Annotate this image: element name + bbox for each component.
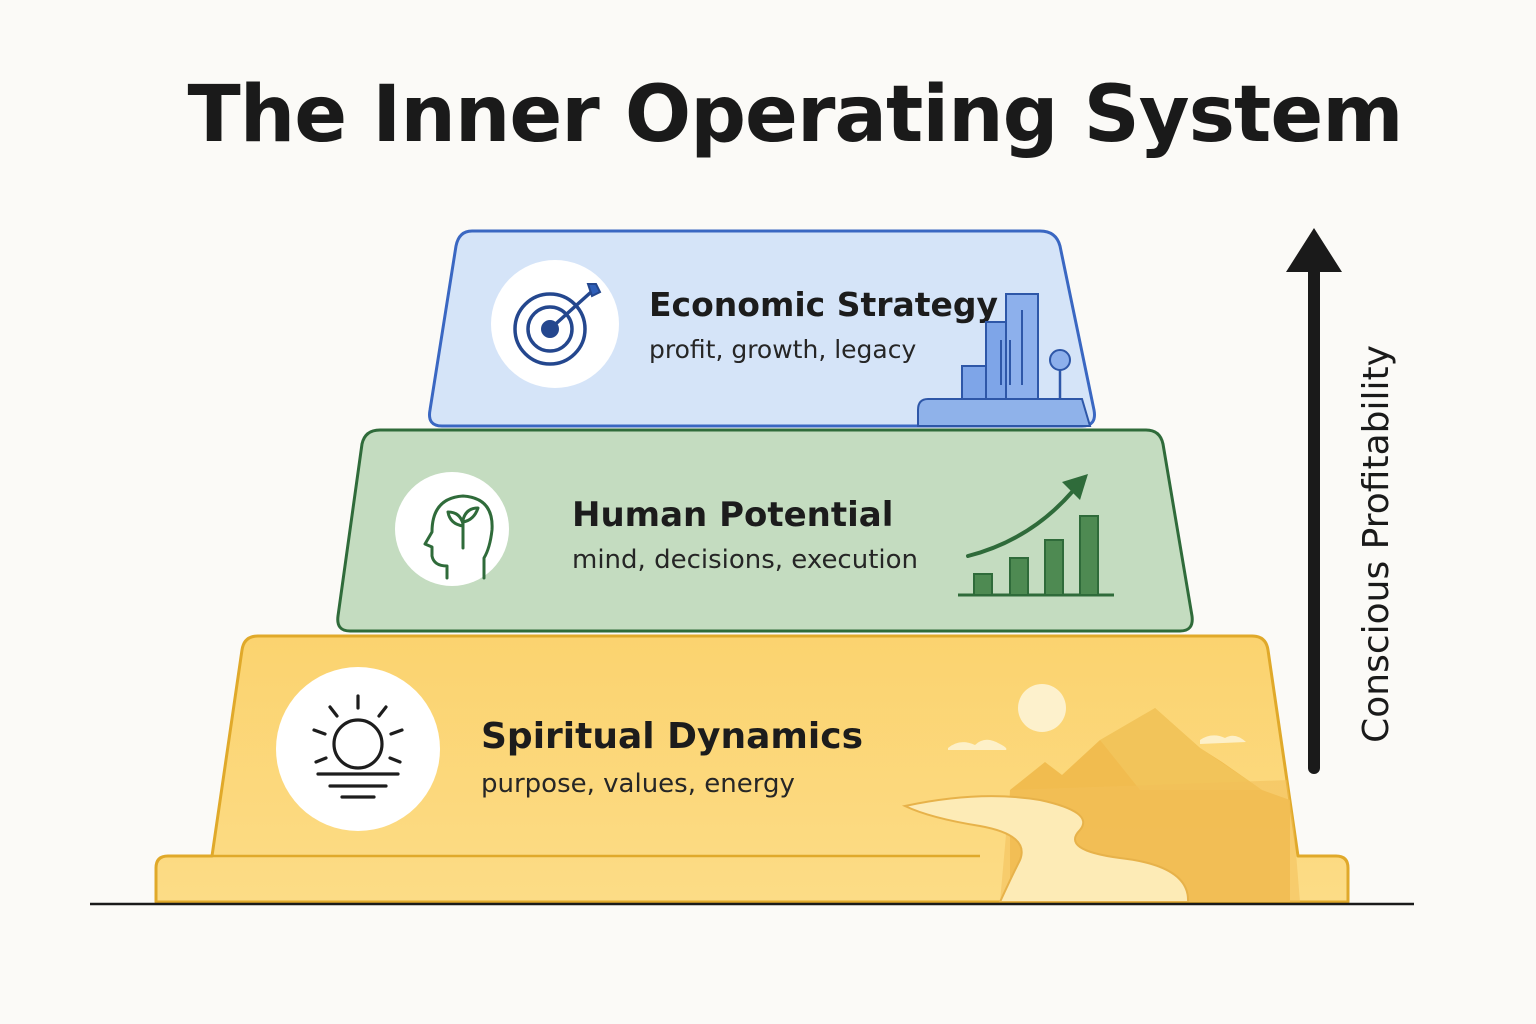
up-arrow-icon — [1286, 228, 1342, 774]
layer-title-economic: Economic Strategy — [649, 285, 998, 324]
mountain-path-landscape-icon — [901, 684, 1300, 902]
sunrise-icon-circle — [276, 667, 440, 831]
city-buildings-icon — [917, 293, 1092, 427]
target-arrow-icon — [513, 283, 602, 366]
sunrise-icon — [312, 694, 404, 799]
layer-subtitle-spiritual: purpose, values, energy — [481, 769, 795, 799]
layer-human-potential: Human Potential mind, decisions, executi… — [336, 428, 1194, 633]
head-sprout-icon — [423, 494, 494, 580]
layer-economic-strategy: Economic Strategy profit, growth, legacy — [428, 229, 1096, 428]
layer-title-human: Human Potential — [572, 495, 893, 535]
layer-subtitle-economic: profit, growth, legacy — [649, 335, 916, 364]
layer-title-spiritual: Spiritual Dynamics — [481, 716, 863, 757]
growth-bar-chart-icon — [958, 474, 1114, 597]
axis-label: Conscious Profitability — [1356, 345, 1397, 743]
layer-spiritual-dynamics: Spiritual Dynamics purpose, values, ener… — [154, 634, 1350, 904]
layer-subtitle-human: mind, decisions, execution — [572, 545, 918, 575]
diagram-title: The Inner Operating System — [187, 70, 1404, 160]
